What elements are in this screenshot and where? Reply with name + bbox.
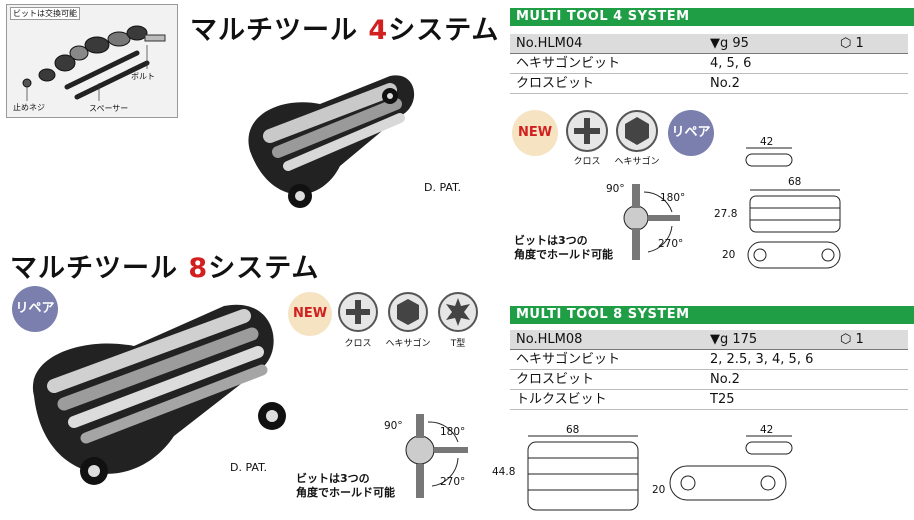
tool4-qty: ⬡ 1 — [840, 36, 864, 51]
table-row: ヘキサゴンビット 4, 5, 6 — [510, 54, 908, 74]
exploded-caption: ビットは交換可能 — [10, 7, 80, 20]
tool4-title: マルチツール 4システム — [190, 15, 500, 46]
tool4-angle-note: ビットは3つの 角度でホールド可能 — [514, 234, 613, 261]
torx-bit-icon — [438, 292, 478, 332]
tool8-spec-header: No.HLM08 ▼g 175 ⬡ 1 — [510, 330, 908, 350]
tool8-angle-note: ビットは3つの 角度でホールド可能 — [296, 472, 395, 499]
cross-bit-icon — [338, 292, 378, 332]
tool8-dim-length: 68 — [566, 424, 580, 436]
hexagon-bit-icon — [616, 110, 658, 152]
tool4-product-image — [248, 75, 415, 208]
tool4-new-badge: NEW — [512, 110, 558, 156]
tool8-dimension-drawing — [527, 435, 793, 511]
tool4-dimension-drawing — [745, 147, 841, 269]
tool4-dim-height: 27.8 — [714, 208, 738, 220]
tool4-spec-header: No.HLM04 ▼g 95 ⬡ 1 — [510, 34, 908, 54]
tool8-new-badge: NEW — [288, 292, 332, 336]
tool4-dim-thickness: 20 — [722, 249, 736, 261]
table-row: クロスビット No.2 — [510, 74, 908, 94]
tool4-model: No.HLM04 — [516, 36, 583, 51]
tool8-icon-caption-hex: ヘキサゴン — [385, 339, 431, 349]
tool4-angle-270: 270° — [658, 238, 684, 250]
tool8-weight: ▼g 175 — [710, 332, 758, 347]
tool4-dim-length: 68 — [788, 176, 802, 188]
tool4-angle-90: 90° — [606, 183, 625, 195]
hexagon-bit-icon — [388, 292, 428, 332]
bolt-label: ボルト — [131, 72, 155, 81]
tool8-dim-head-width: 42 — [760, 424, 774, 436]
tool8-title: マルチツール 8システム — [10, 253, 320, 284]
tool4-band: MULTI TOOL 4 SYSTEM — [510, 8, 914, 26]
tool8-angle-270: 270° — [440, 476, 466, 488]
tool4-angle-180: 180° — [660, 192, 686, 204]
tool8-model: No.HLM08 — [516, 332, 583, 347]
tool8-angle-diagram — [405, 414, 468, 498]
tool8-angle-180: 180° — [440, 426, 466, 438]
tool8-spec-table: No.HLM08 ▼g 175 ⬡ 1 ヘキサゴンビット 2, 2.5, 3, … — [510, 330, 908, 410]
table-row: クロスビット No.2 — [510, 370, 908, 390]
table-row: ヘキサゴンビット 2, 2.5, 3, 4, 5, 6 — [510, 350, 908, 370]
tool4-icon-caption-hex: ヘキサゴン — [614, 157, 660, 167]
tool8-repair-badge: リペア — [12, 286, 58, 332]
stop-screw-label: 止めネジ — [13, 103, 45, 112]
spacer-label: スペーサー — [89, 104, 129, 113]
tool4-repair-badge: リペア — [668, 110, 714, 156]
tool8-dim-thickness: 20 — [652, 484, 666, 496]
tool8-band: MULTI TOOL 8 SYSTEM — [510, 306, 914, 324]
exploded-parts-illustration — [22, 25, 166, 101]
tool8-icon-caption-cross: クロス — [344, 339, 372, 349]
tool4-spec-table: No.HLM04 ▼g 95 ⬡ 1 ヘキサゴンビット 4, 5, 6 クロスビ… — [510, 34, 908, 94]
tool8-icon-caption-torx: T型 — [450, 339, 466, 349]
tool4-dim-head-width: 42 — [760, 136, 774, 148]
tool4-icon-caption-cross: クロス — [573, 157, 601, 167]
tool8-qty: ⬡ 1 — [840, 332, 864, 347]
tool4-angle-diagram — [623, 184, 680, 260]
exploded-view-diagram: ビットは交換可能 ボルト 止めネジ スペーサー — [6, 4, 178, 118]
cross-bit-icon — [566, 110, 608, 152]
table-row: トルクスビット T25 — [510, 390, 908, 410]
tool8-product-image — [32, 304, 286, 485]
tool8-angle-90: 90° — [384, 420, 403, 432]
tool4-patent: D. PAT. — [424, 181, 461, 194]
tool8-patent: D. PAT. — [230, 461, 267, 474]
tool8-dim-height: 44.8 — [492, 466, 516, 478]
tool4-weight: ▼g 95 — [710, 36, 749, 51]
